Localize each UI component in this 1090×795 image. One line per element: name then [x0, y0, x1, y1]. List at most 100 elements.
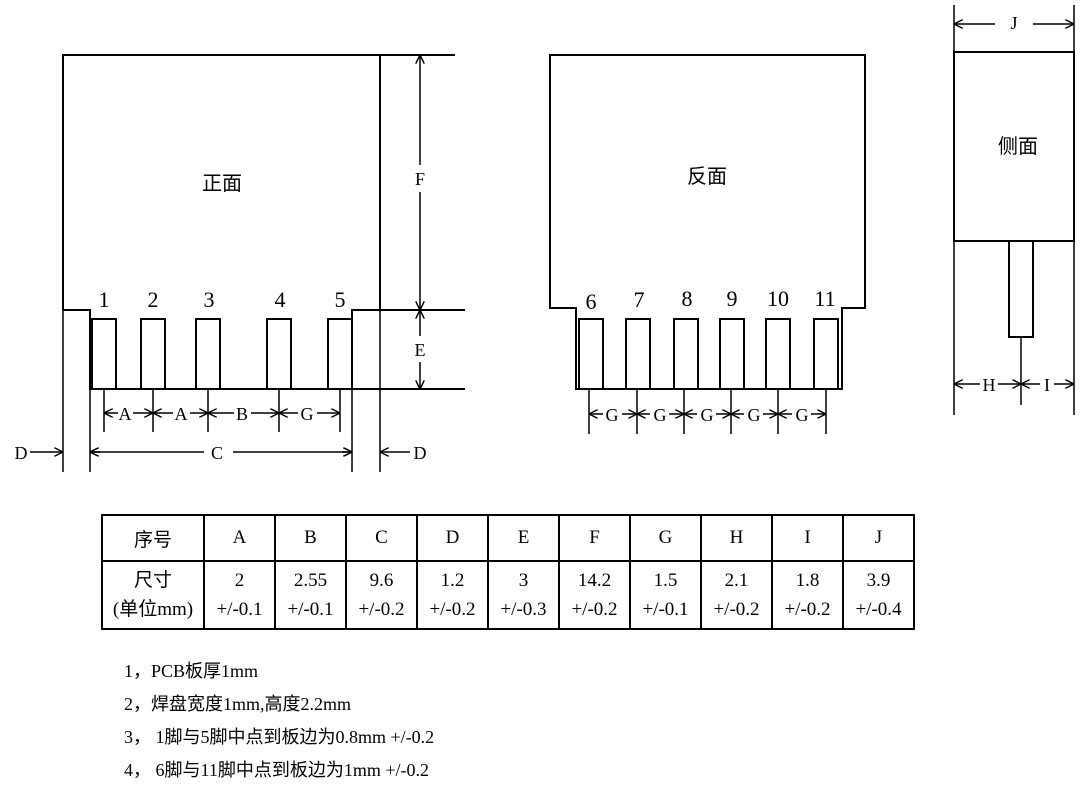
front-pad-4 [266, 318, 292, 390]
value-i: 1.8 [795, 570, 820, 591]
side-view: J 侧面 H I [953, 5, 1075, 415]
front-view-label: 正面 [202, 173, 242, 195]
list-item: 1，PCB板厚1mm [124, 661, 259, 681]
tolerance-c: +/-0.2 [358, 599, 405, 620]
pin-7-label: 7 [634, 287, 645, 312]
value-b: 2.55 [293, 570, 328, 591]
row-label-line2: (单位mm) [112, 599, 194, 620]
dim-c-label: C [211, 443, 223, 463]
side-pad [1008, 240, 1034, 338]
table-header-row: 序号 A B C D E F G H I J [101, 514, 915, 562]
value-c: 9.6 [369, 570, 394, 591]
side-view-label: 侧面 [998, 135, 1038, 158]
pin-9-label: 9 [727, 286, 738, 311]
back-view: 反面 6 7 8 9 10 11 G G G G G [549, 54, 866, 434]
row-label-line1: 尺寸 [133, 570, 172, 591]
table-row-label: 尺寸 (单位mm) [101, 560, 205, 630]
table-cell-g: 1.5 +/-0.1 [629, 560, 702, 630]
table-col-e: E [487, 514, 560, 562]
value-g: 1.5 [653, 570, 678, 591]
tolerance-g: +/-0.1 [642, 599, 689, 620]
tolerance-j: +/-0.4 [855, 599, 902, 620]
pin-3-label: 3 [204, 287, 215, 312]
table-cell-a: 2 +/-0.1 [203, 560, 276, 630]
table-cell-e: 3 +/-0.3 [487, 560, 560, 630]
dim-d-left-label: D [15, 443, 28, 463]
value-d: 1.2 [440, 570, 465, 591]
tolerance-a: +/-0.1 [216, 599, 263, 620]
dim-g-label: G [301, 404, 314, 424]
table-cell-f: 14.2 +/-0.2 [558, 560, 631, 630]
tolerance-i: +/-0.2 [784, 599, 831, 620]
table-cell-j: 3.9 +/-0.4 [842, 560, 915, 630]
dim-h-label: H [983, 375, 996, 395]
pin-6-label: 6 [586, 289, 597, 314]
front-view: 正面 1 2 3 4 5 A A B G C D D [15, 54, 465, 472]
dim-a2-label: A [175, 404, 188, 424]
dim-d-right-label: D [414, 443, 427, 463]
table-cell-c: 9.6 +/-0.2 [345, 560, 418, 630]
dim-g5-label: G [796, 405, 809, 425]
value-h: 2.1 [724, 570, 749, 591]
list-item: 3， 1脚与5脚中点到板边为0.8mm +/-0.2 [124, 727, 435, 747]
dim-i-label: I [1044, 375, 1050, 395]
table-cell-b: 2.55 +/-0.1 [274, 560, 347, 630]
list-item: 2，焊盘宽度1mm,高度2.2mm [124, 694, 352, 714]
dim-f-label: F [415, 169, 425, 189]
tolerance-f: +/-0.2 [571, 599, 618, 620]
module-dimension-drawing: 正面 1 2 3 4 5 A A B G C D D [15, 5, 1075, 472]
dim-j-label: J [1010, 13, 1017, 33]
dim-g3-label: G [701, 405, 714, 425]
pin-5-label: 5 [335, 287, 346, 312]
dim-g4-label: G [748, 405, 761, 425]
pin-10-label: 10 [767, 286, 789, 311]
table-col-g: G [629, 514, 702, 562]
table-row: 尺寸 (单位mm) 2 +/-0.1 2.55 +/-0.1 9.6 +/-0.2 1… [101, 560, 915, 630]
list-item: 4， 6脚与11脚中点到板边为1mm +/-0.2 [124, 760, 429, 780]
table-col-a: A [203, 514, 276, 562]
dim-b-label: B [236, 404, 248, 424]
dim-g2-label: G [654, 405, 667, 425]
back-pad-8 [673, 318, 699, 390]
table-col-b: B [274, 514, 347, 562]
back-view-label: 反面 [687, 165, 727, 188]
back-pad-7 [625, 318, 651, 390]
table-header-label: 序号 [101, 514, 205, 562]
table-cell-d: 1.2 +/-0.2 [416, 560, 489, 630]
tolerance-h: +/-0.2 [713, 599, 760, 620]
front-pad-1 [91, 318, 117, 390]
pin-1-label: 1 [99, 287, 110, 312]
table-col-h: H [700, 514, 773, 562]
pin-11-label: 11 [814, 286, 835, 311]
dimension-spec-table: 序号 A B C D E F G H I J 尺寸 (单位mm) 2 +/-0.1… [101, 514, 915, 630]
tolerance-b: +/-0.1 [287, 599, 334, 620]
table-col-d: D [416, 514, 489, 562]
value-j: 3.9 [866, 570, 891, 591]
tolerance-e: +/-0.3 [500, 599, 547, 620]
table-col-i: I [771, 514, 844, 562]
back-pad-6 [578, 318, 604, 390]
value-f: 14.2 [577, 570, 612, 591]
notes-list: 1，PCB板厚1mm 2，焊盘宽度1mm,高度2.2mm 3， 1脚与5脚中点到… [124, 655, 434, 787]
table-col-f: F [558, 514, 631, 562]
pin-8-label: 8 [682, 286, 693, 311]
tolerance-d: +/-0.2 [429, 599, 476, 620]
table-col-j: J [842, 514, 915, 562]
back-board-outline [549, 54, 866, 390]
back-pad-9 [719, 318, 745, 390]
dim-g1-label: G [606, 405, 619, 425]
value-a: 2 [234, 570, 245, 591]
back-pad-11 [813, 318, 839, 390]
side-board-body [953, 51, 1075, 242]
front-pad-5 [327, 318, 353, 390]
front-board-outline [62, 54, 381, 310]
table-col-c: C [345, 514, 418, 562]
front-pad-2 [140, 318, 166, 390]
dim-a1-label: A [119, 404, 132, 424]
pin-4-label: 4 [275, 287, 286, 312]
front-pad-3 [195, 318, 221, 390]
value-e: 3 [518, 570, 529, 591]
pin-2-label: 2 [148, 287, 159, 312]
dim-e-label: E [415, 340, 426, 360]
back-pad-10 [765, 318, 791, 390]
